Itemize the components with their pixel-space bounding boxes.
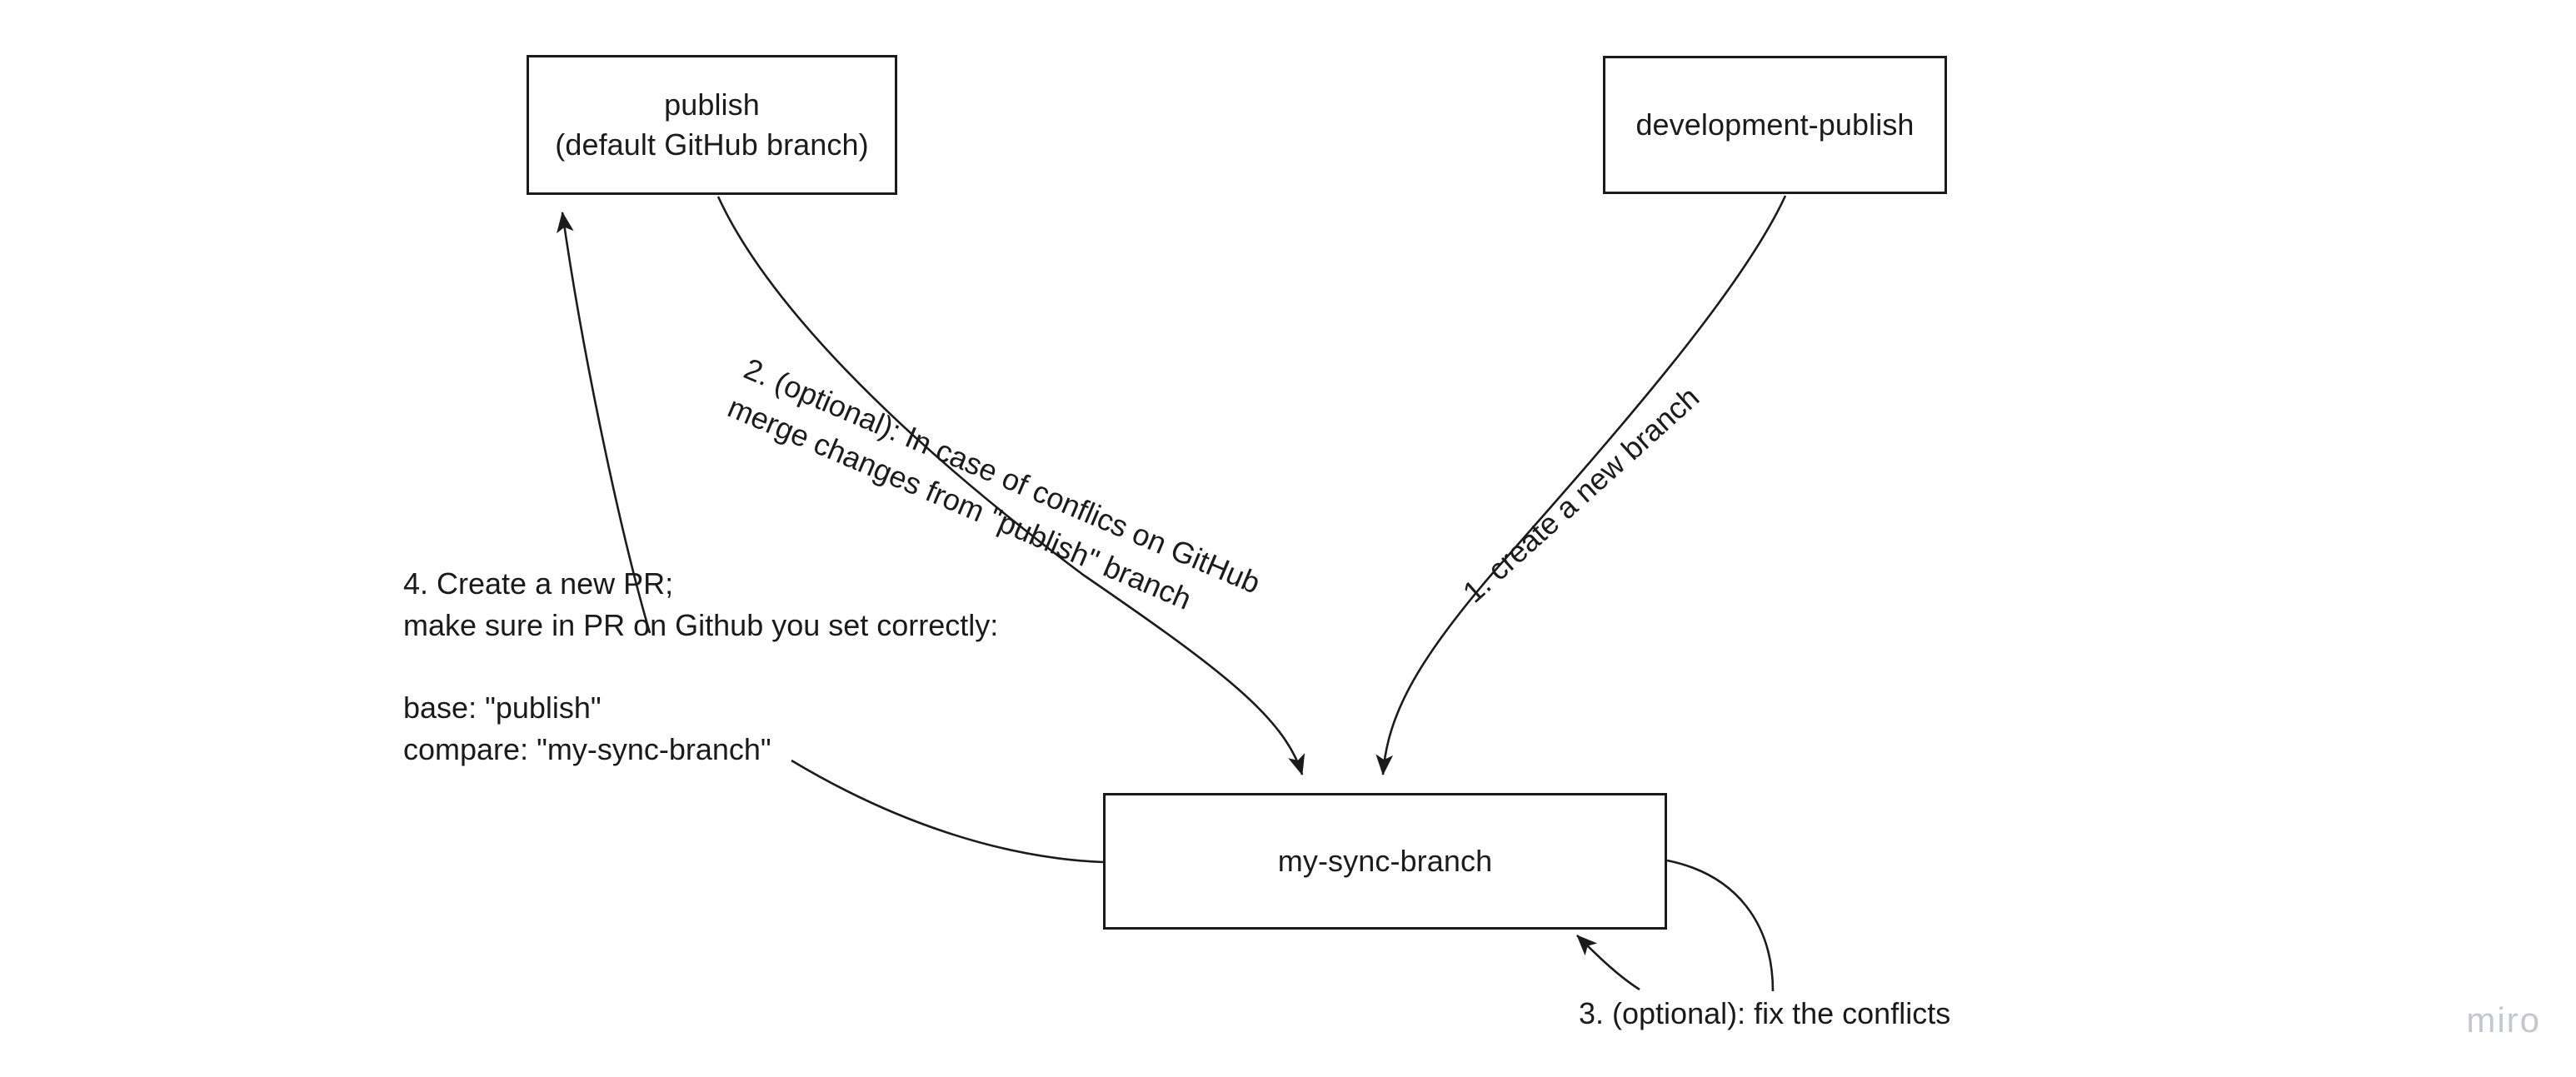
node-my-sync-branch-label: my-sync-branch — [1277, 844, 1493, 879]
edge-fix-conflicts-to-sync — [1576, 935, 1640, 991]
node-publish[interactable]: publish (default GitHub branch) — [527, 55, 897, 195]
text-step-4: 4. Create a new PR; make sure in PR on G… — [403, 566, 999, 766]
edge-label-step-1: 1. create a new branch — [1455, 379, 1706, 610]
node-development-publish-label: development-publish — [1635, 107, 1915, 142]
miro-watermark: miro — [2466, 1000, 2541, 1040]
node-publish-label: publish (default GitHub branch) — [555, 87, 869, 162]
edge-compare-to-sync — [791, 759, 1104, 864]
edge-sync-right-loop — [1666, 859, 1775, 992]
node-my-sync-branch[interactable]: my-sync-branch — [1103, 793, 1667, 930]
node-development-publish[interactable]: development-publish — [1603, 56, 1947, 194]
text-step-3: 3. (optional): fix the conflicts — [1579, 996, 1951, 1030]
